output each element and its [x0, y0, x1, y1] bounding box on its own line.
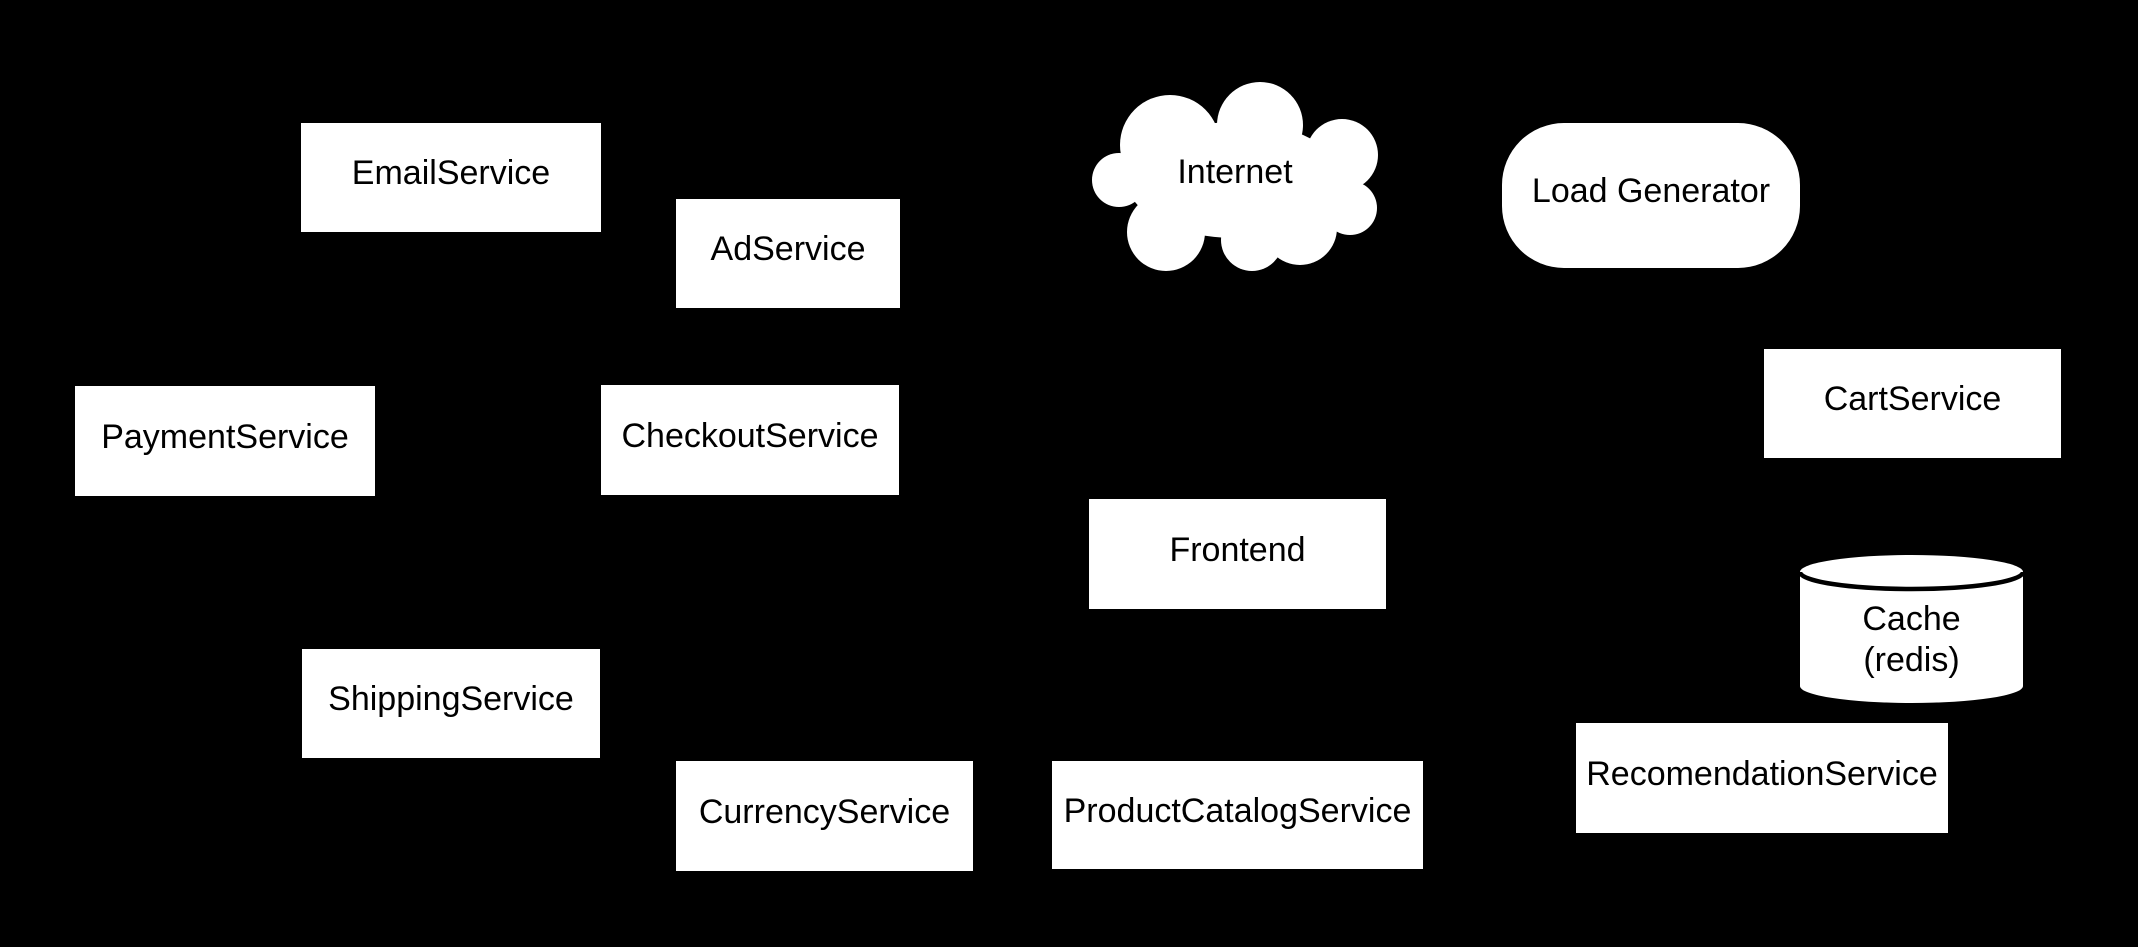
ad-service-label: AdService [710, 230, 866, 269]
shipping-service-label: ShippingService [328, 680, 574, 719]
node-ad-service: AdService [676, 199, 900, 308]
node-load-generator: Load Generator [1502, 123, 1800, 268]
node-shipping-service: ShippingService [302, 649, 600, 758]
email-service-label: EmailService [351, 154, 551, 193]
load-generator-label: Load Generator [1531, 172, 1771, 211]
currency-service-label: CurrencyService [698, 792, 951, 831]
checkout-service-label: CheckoutService [621, 416, 879, 455]
cache-redis-label: Cache (redis) [1862, 599, 1961, 679]
payment-service-label: PaymentService [101, 417, 349, 456]
node-currency-service: CurrencyService [676, 761, 973, 871]
cache-cylinder-shape [1800, 555, 2023, 703]
node-internet: Internet [1090, 80, 1380, 273]
recomendation-service-label: RecomendationService [1586, 754, 1938, 793]
node-checkout-service: CheckoutService [601, 385, 899, 495]
node-cache-redis: Cache (redis) [1800, 555, 2023, 703]
frontend-label: Frontend [1169, 530, 1306, 569]
cart-service-label: CartService [1823, 380, 2002, 419]
node-recomendation-service: RecomendationService [1576, 723, 1948, 833]
node-cart-service: CartService [1764, 349, 2061, 458]
internet-cloud-shape [1092, 82, 1378, 271]
node-payment-service: PaymentService [75, 386, 375, 496]
node-frontend: Frontend [1089, 499, 1386, 609]
node-product-catalog-service: ProductCatalogService [1052, 761, 1423, 869]
internet-label: Internet [1177, 153, 1293, 192]
node-email-service: EmailService [301, 123, 601, 232]
product-catalog-service-label: ProductCatalogService [1063, 791, 1412, 830]
